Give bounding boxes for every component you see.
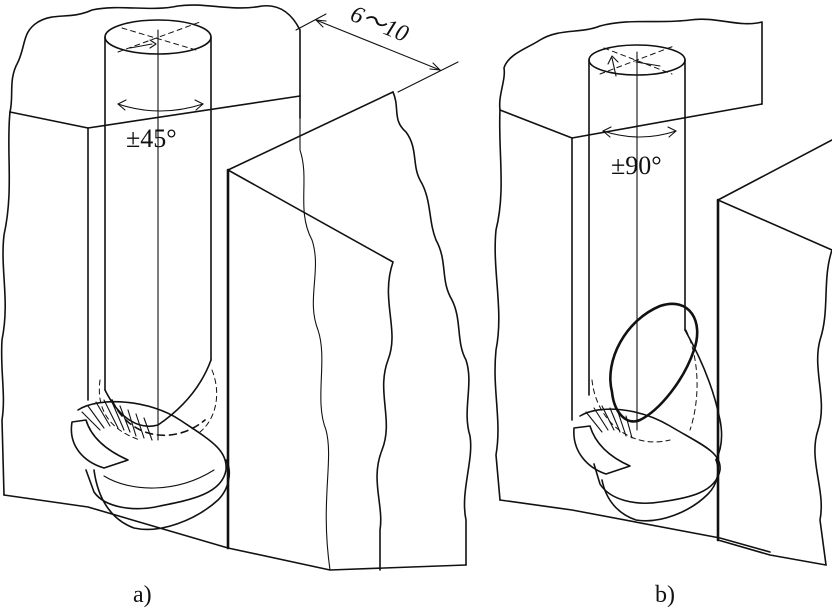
panel-a-lower-bulb [93,459,231,531]
panel-b-electrode-body [588,59,686,396]
panel-b-cut-face [609,302,699,423]
panel-a-dimension-ext-2 [397,61,459,93]
panel-b-right-block-top [717,139,832,201]
panel-a: ±45° 6～10 a) [0,1,472,608]
panel-b-left-outline [494,109,502,501]
panel-b-angle-label: ±90° [611,151,662,180]
panel-b-arc-arrow-left [602,126,612,138]
panel-a-fan-lines [81,399,153,441]
panel-b-hatched-slag [573,425,631,475]
panel-b-top-arrows [607,55,661,77]
panel-b-lower-bulb [601,459,719,522]
panel-a-arc-arrow-right [194,99,204,111]
panel-b-arc-arrow-right [667,126,677,138]
panel-b-crosshair [599,45,675,75]
panel-a-right-block-top [227,91,394,171]
panel-a-hatched-slag [70,419,129,469]
panel-a-bead-curve [104,359,212,427]
panel-a-lower-shade [103,469,215,489]
panel-a-bead-inner [111,399,206,437]
panel-a-caption: a) [133,582,152,608]
panel-b-cut-dashes [591,329,698,443]
panel-a-dimension-ext-1 [295,13,327,31]
panel-a-mid-line [299,117,331,571]
panel-b-electrode-right-tail [684,329,723,461]
panel-b-angle-arc [602,130,677,138]
panel-a-back-block [9,4,301,119]
panel-a-right-block-edge [227,169,394,571]
panel-a-electrode-body [104,36,212,391]
panel-a-dimension-line [315,19,441,71]
panel-b-right-block-bottom [717,539,827,566]
panel-b-back-block [498,18,763,111]
panel-a-dimension-arrow-1 [315,19,327,28]
panel-b-fan-lines [585,405,633,439]
panel-b-caption: b) [655,582,675,608]
panel-a-angle-label: ±45° [126,124,177,153]
panel-a-dimension-label: 6～10 [347,1,412,48]
panel-a-top-arrow [129,39,157,49]
panel-a-angle-arc [117,103,204,112]
panel-a-right-block-outline [392,91,472,566]
panel-b-right-block-outline [814,249,832,566]
panel-a-left-outline [0,111,11,496]
panel-b: ±90° b) [494,18,832,608]
panel-b-bottom [499,499,771,553]
panel-a-weld-pool [77,400,227,510]
panel-a-bottom-left [3,494,229,549]
panel-a-dimension-arrow-2 [429,62,441,71]
panel-a-crosshair [117,21,201,53]
panel-b-right-block-edge [717,199,832,251]
panel-b-top-face [499,103,763,139]
panel-b-weld-pool [579,408,721,504]
panel-a-arc-arrow-left [117,99,127,111]
panel-a-bead-dashes [98,369,218,441]
panel-a-right-block-bottom [227,547,467,571]
